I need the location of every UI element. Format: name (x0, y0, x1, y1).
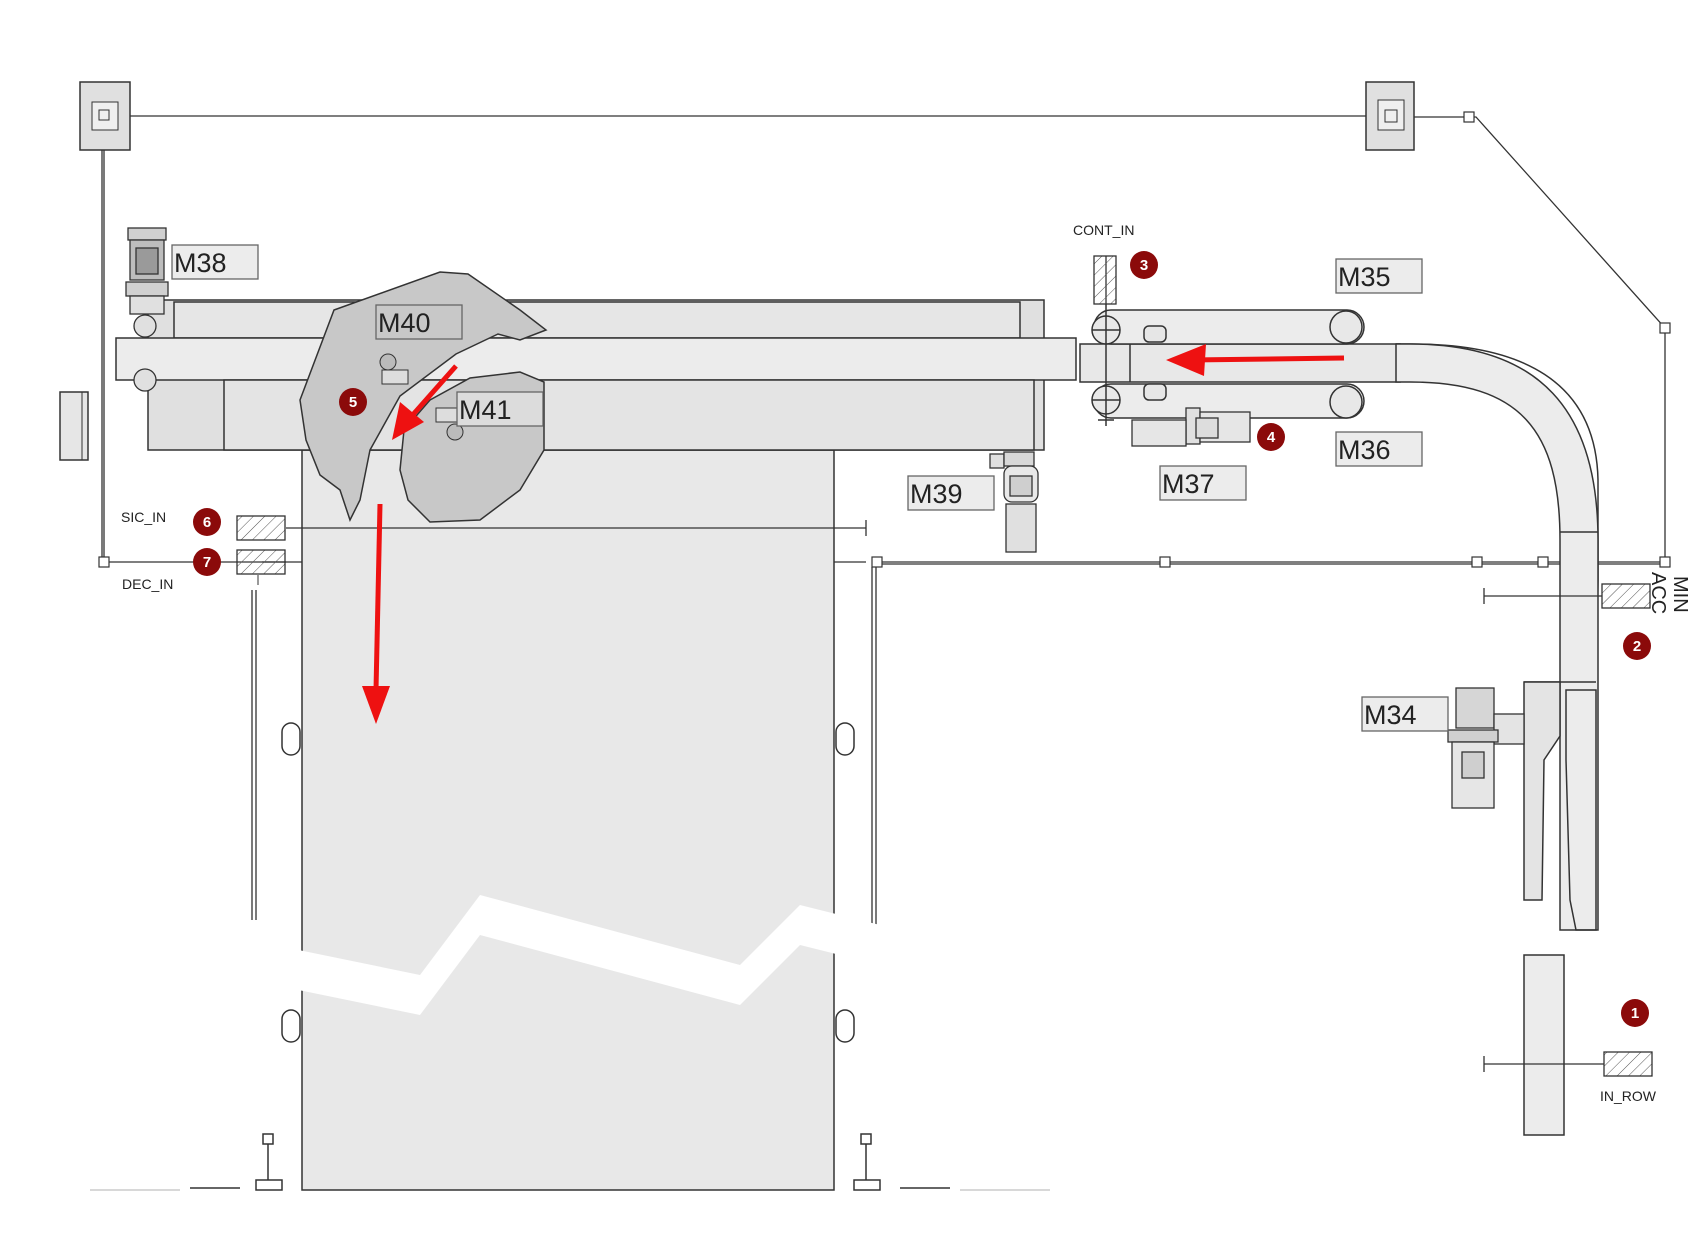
sensor-in-row (1603, 1051, 1653, 1077)
sensor-cont-in (1093, 255, 1117, 305)
junction-boxes (98, 111, 1671, 568)
motor-label-m40: M40 (375, 304, 463, 340)
svg-text:4: 4 (1267, 429, 1276, 446)
svg-text:M35: M35 (1338, 262, 1391, 292)
marker-4: 4 (1257, 423, 1285, 451)
flow-arrows (362, 344, 1345, 724)
marker-6: 6 (193, 508, 221, 536)
label-in-row: IN_ROW (1600, 1088, 1657, 1104)
label-sic-in: SIC_IN (121, 509, 166, 525)
svg-text:M41: M41 (459, 395, 512, 425)
svg-text:1: 1 (1631, 1005, 1639, 1022)
diverter-m40 (299, 271, 548, 522)
belt-transfer-m35-m36 (1079, 304, 1401, 426)
marker-1: 1 (1621, 999, 1649, 1027)
motor-label-m34: M34 (1361, 696, 1449, 732)
marker-2: 2 (1623, 632, 1651, 660)
motor-m34-drive (1447, 687, 1525, 809)
svg-text:6: 6 (203, 514, 211, 531)
infeed-curve-conveyor (1395, 343, 1599, 1136)
motor-label-m41: M41 (456, 391, 544, 427)
sensor-sic-in (236, 515, 286, 541)
motor-label-m39: M39 (907, 475, 995, 511)
svg-text:M38: M38 (174, 248, 227, 278)
svg-text:M36: M36 (1338, 435, 1391, 465)
marker-5: 5 (339, 388, 367, 416)
motor-label-m36: M36 (1335, 431, 1423, 467)
label-acc: ACC (1647, 572, 1669, 614)
svg-text:M34: M34 (1364, 700, 1417, 730)
motor-m37-drive (1131, 407, 1251, 447)
motor-m39-drive (989, 451, 1039, 553)
electrical-cabinet-left (79, 81, 131, 151)
svg-text:7: 7 (203, 554, 211, 571)
svg-text:2: 2 (1633, 638, 1641, 655)
sensor-min-acc (1601, 583, 1651, 609)
marker-3: 3 (1130, 251, 1158, 279)
electrical-cabinet-right (1365, 81, 1415, 151)
label-min: MIN (1669, 576, 1691, 613)
motor-label-m35: M35 (1335, 258, 1423, 294)
outfeed-conveyor (90, 449, 1050, 1191)
svg-text:3: 3 (1140, 257, 1148, 274)
transfer-conveyor (115, 299, 1077, 451)
svg-text:5: 5 (349, 394, 357, 411)
svg-text:M37: M37 (1162, 469, 1215, 499)
label-cont-in: CONT_IN (1073, 222, 1134, 238)
motor-label-m38: M38 (171, 244, 259, 280)
marker-7: 7 (193, 548, 221, 576)
svg-text:M39: M39 (910, 479, 963, 509)
sensor-dec-in (236, 549, 286, 575)
motor-label-m37: M37 (1159, 465, 1247, 501)
label-dec-in: DEC_IN (122, 576, 173, 592)
side-panel-left (59, 391, 89, 461)
motor-m38-drive (125, 227, 169, 392)
svg-text:M40: M40 (378, 308, 431, 338)
